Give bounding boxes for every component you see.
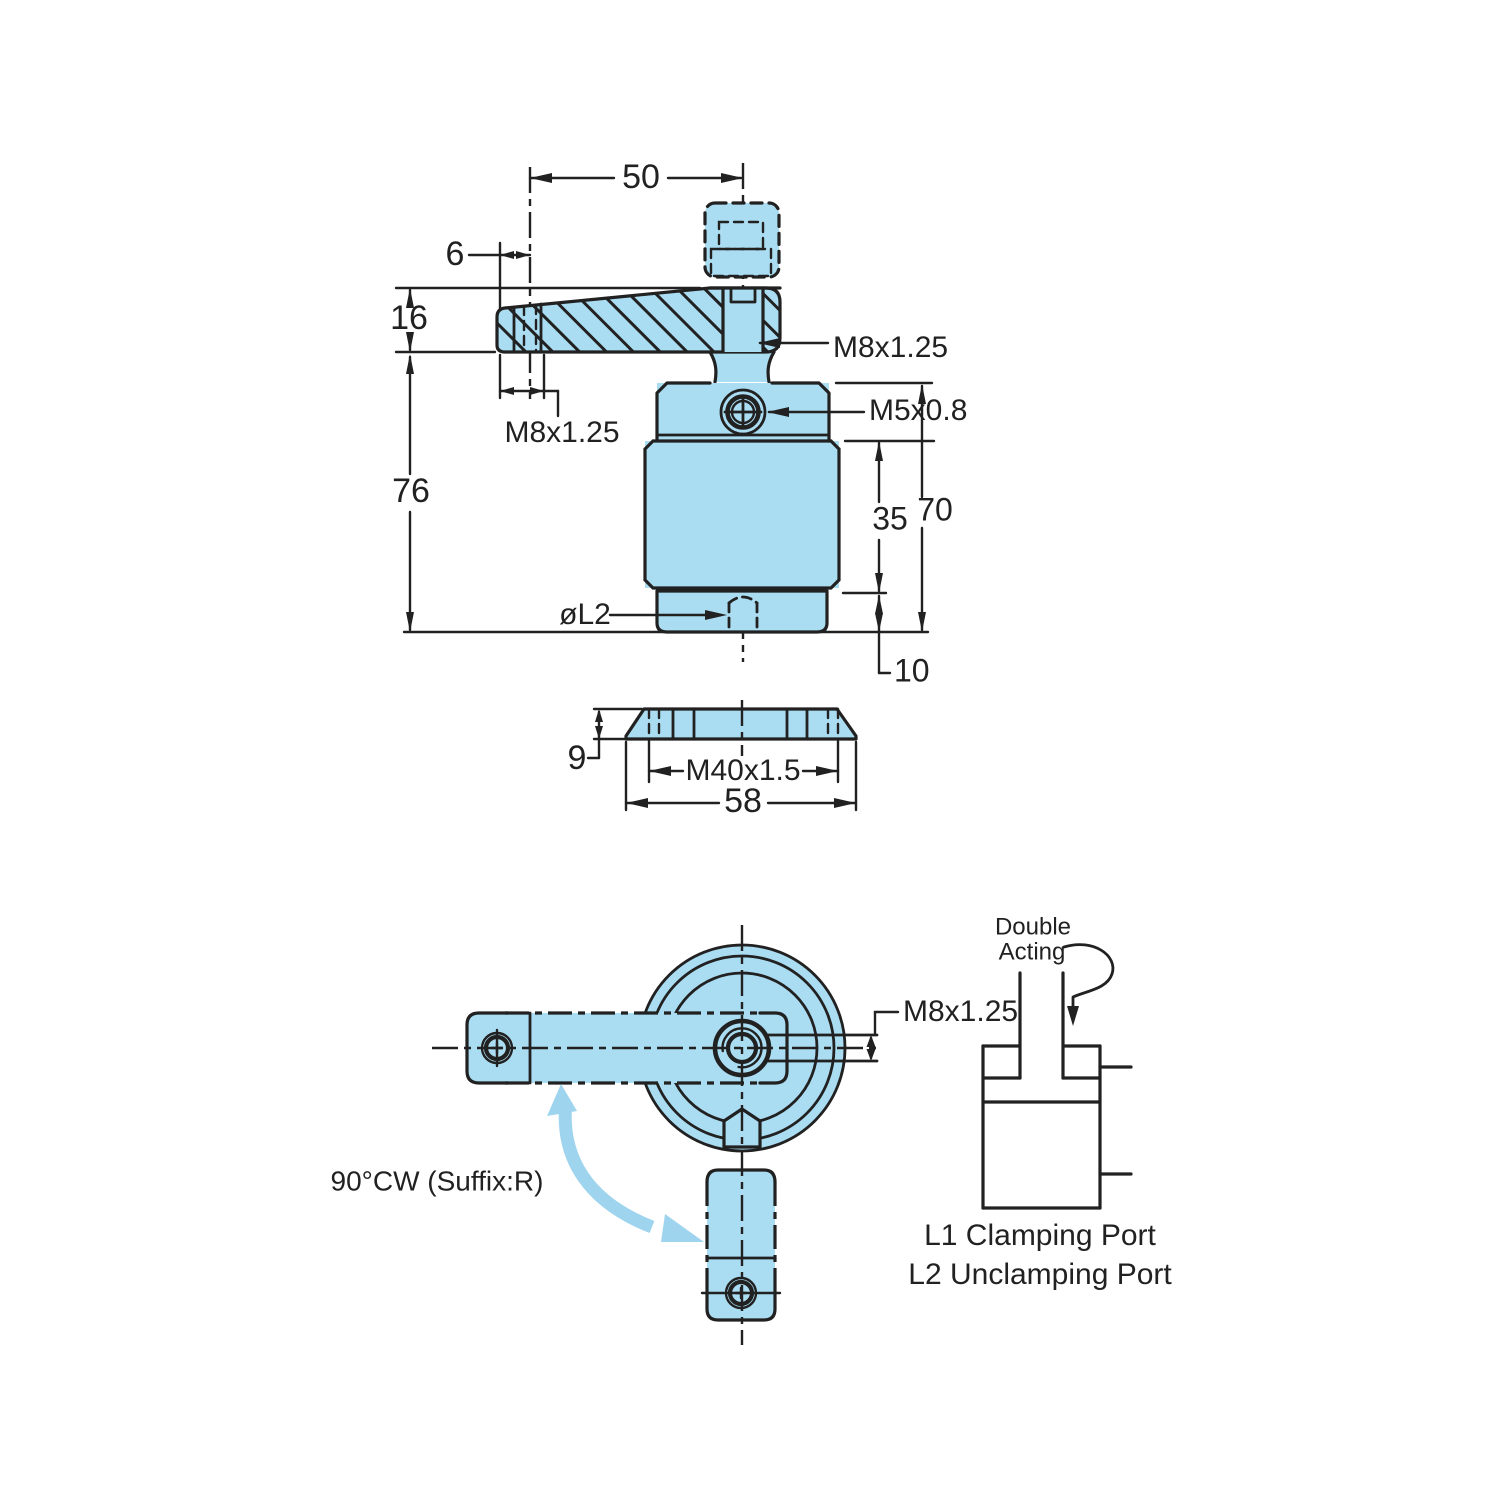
double-acting-line2: Acting [999,938,1066,965]
rod-hex [722,1107,762,1149]
front-dimensions: 50 6 16 76 [390,158,967,688]
rod-thread-dimension: M8x1.25 [764,995,1018,1063]
label-l2-port: øL2 [559,598,611,631]
contact-bolt-phantom [703,201,781,279]
dim-76: 76 [392,472,430,510]
dim-16: 16 [390,299,428,337]
port-note-l2: L2 Unclamping Port [908,1258,1172,1291]
double-acting-arrow [1062,943,1115,1010]
label-top-rod-thread: M8x1.25 [903,995,1018,1028]
m5-port [719,388,767,436]
dim-35: 35 [872,500,908,536]
dim-58: 58 [724,782,762,820]
double-acting-line1: Double [995,913,1071,940]
dim-9: 9 [568,739,587,777]
dim-70: 70 [917,491,953,527]
label-rod-thread: M8x1.25 [833,331,948,364]
nut-dimensions: 9 M40x1.5 58 [568,707,858,820]
hydraulic-schematic: Double Acting L1 Clamping Port L2 Unclam… [908,913,1172,1291]
cylinder-body [643,381,841,634]
dim-10: 10 [894,652,930,688]
double-acting-callout: Double Acting [995,913,1115,1026]
front-view: 50 6 16 76 [390,158,967,688]
dim-6: 6 [446,235,465,273]
label-arm-thread: M8x1.25 [504,416,619,449]
label-head-port: M5x0.8 [869,394,967,427]
clamp-arm-section [495,286,782,354]
cylinder-symbol [981,971,1133,1210]
swing-direction-arrow [547,1084,704,1242]
clamp-bolt [708,286,782,354]
port-note-l1: L1 Clamping Port [924,1219,1156,1252]
top-view: M8x1.25 90°CW (Suffix:R) [331,925,1018,1345]
l2-port-hidden [727,595,759,634]
flange-nut-view: 9 M40x1.5 58 [568,700,858,820]
piston-rod [708,350,776,384]
label-nut-thread: M40x1.5 [685,754,800,787]
rotation-note: 90°CW (Suffix:R) [331,1165,544,1196]
dim-50: 50 [622,158,660,196]
